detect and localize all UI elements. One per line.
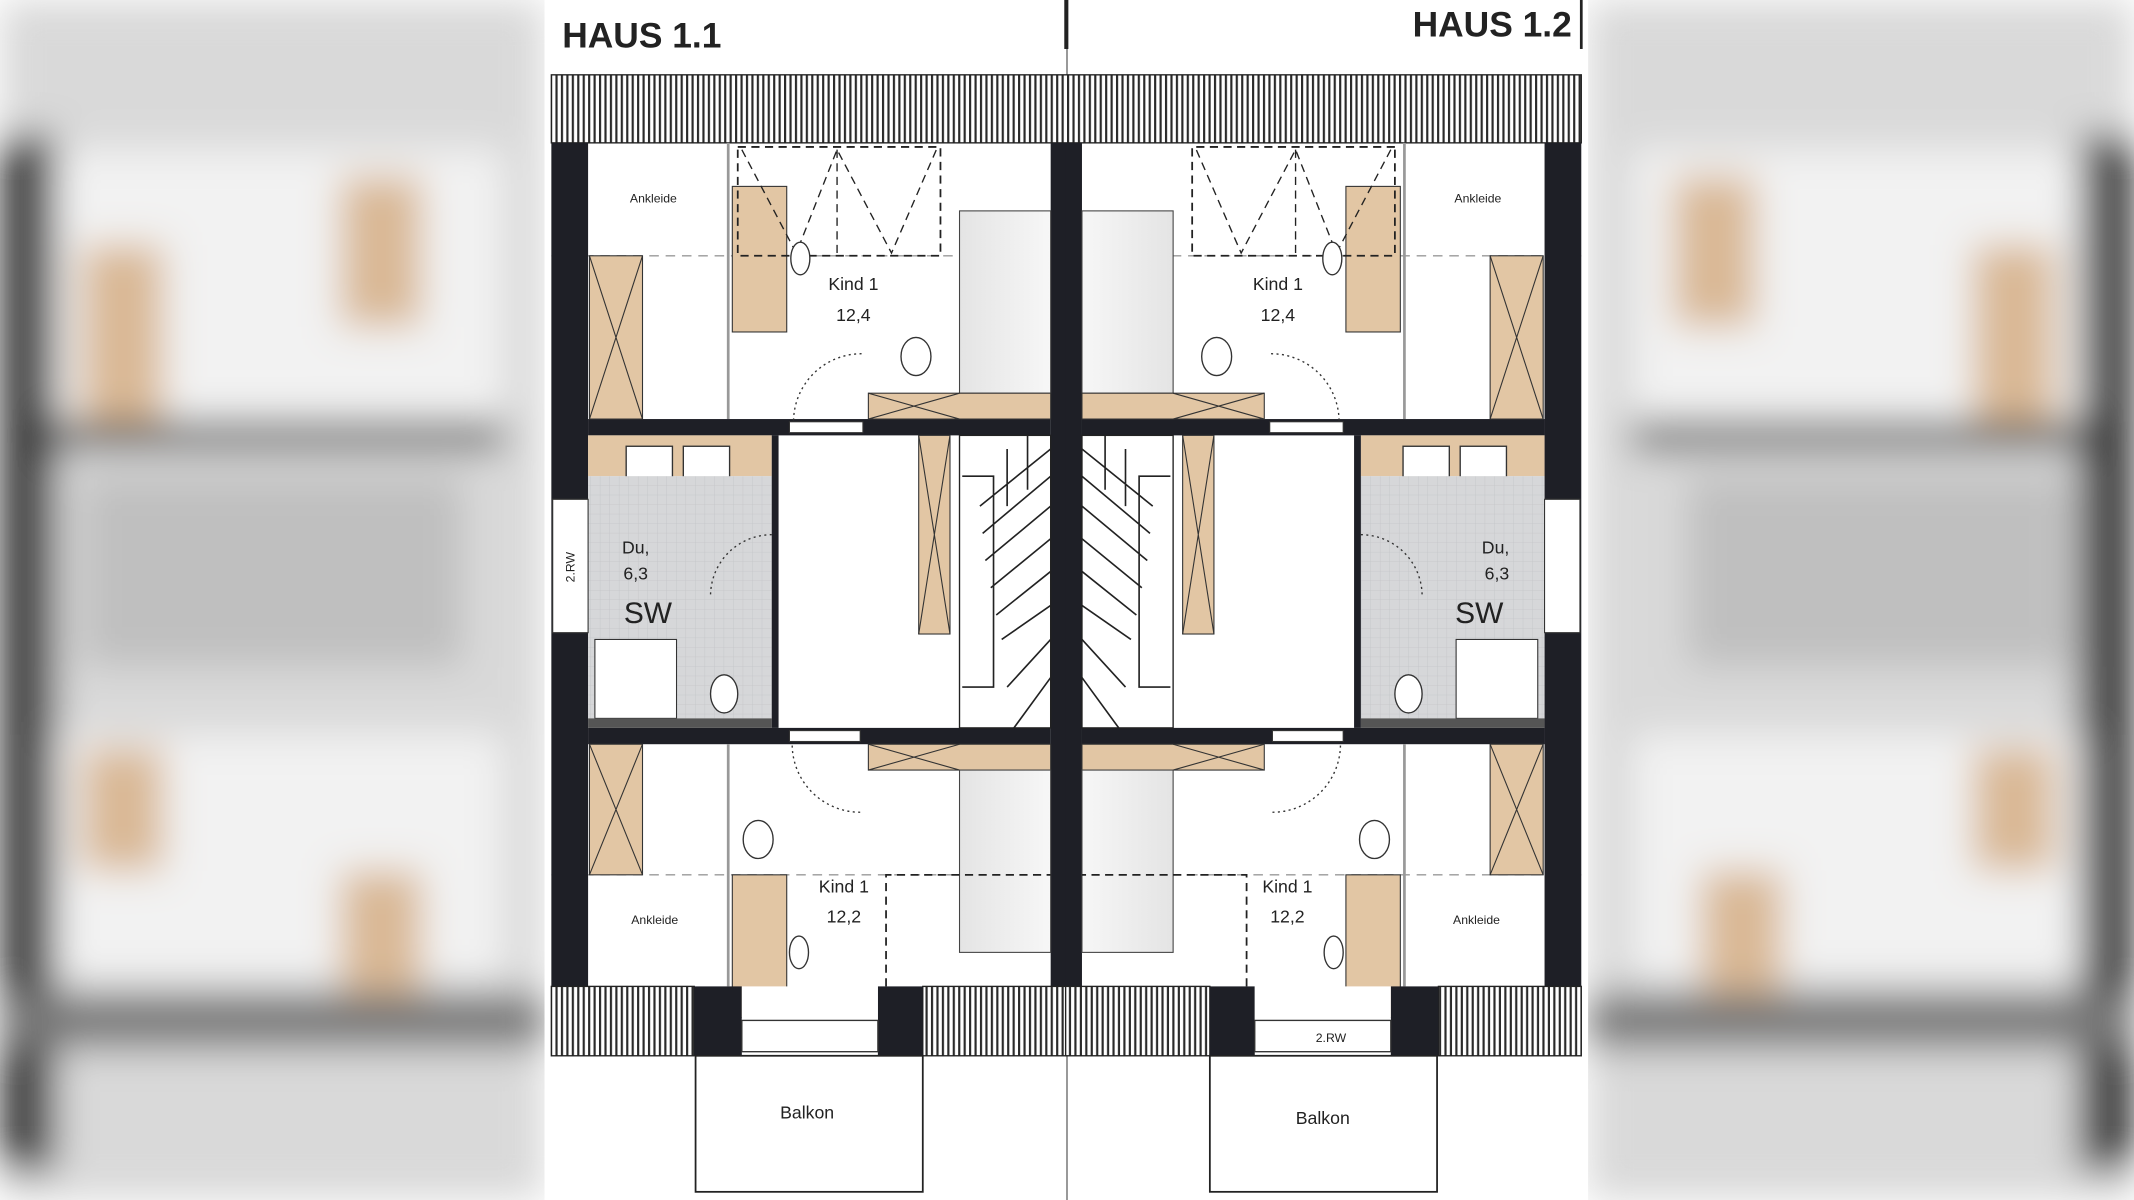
window-label: 2.RW bbox=[563, 551, 577, 582]
room-area: 12,4 bbox=[1261, 305, 1296, 325]
room-label-child: Kind 1 bbox=[828, 274, 878, 294]
house-title: HAUS 1.1 bbox=[562, 17, 721, 56]
room-label-child: Kind 1 bbox=[819, 877, 869, 897]
room-area: 12,2 bbox=[827, 906, 861, 926]
room-area: 12,4 bbox=[836, 305, 871, 325]
room-area: 6,3 bbox=[1485, 564, 1510, 584]
bath-mark: SW bbox=[624, 597, 673, 630]
house-1-1-labels: HAUS 1.1 Ankleide Kind 1 12,4 Du, 6,3 SW… bbox=[562, 17, 878, 1123]
balcony-label: Balkon bbox=[1296, 1108, 1350, 1128]
room-area: 12,2 bbox=[1270, 906, 1304, 926]
room-label-shower: Du, bbox=[622, 538, 650, 558]
room-label-shower: Du, bbox=[1482, 538, 1510, 558]
room-label-child: Kind 1 bbox=[1262, 877, 1312, 897]
room-label-dressing: Ankleide bbox=[630, 192, 677, 206]
room-area: 6,3 bbox=[623, 564, 648, 584]
room-label-dressing: Ankleide bbox=[631, 913, 678, 927]
window-label: 2.RW bbox=[1316, 1031, 1347, 1045]
house-title: HAUS 1.2 bbox=[1413, 6, 1572, 45]
room-label-dressing: Ankleide bbox=[1454, 192, 1501, 206]
balcony-label: Balkon bbox=[780, 1102, 834, 1122]
house-1-2-labels: HAUS 1.2 Ankleide Kind 1 12,4 Du, 6,3 SW… bbox=[1253, 6, 1572, 1128]
room-label-child: Kind 1 bbox=[1253, 274, 1303, 294]
roof-overhang bbox=[550, 74, 1582, 144]
room-label-dressing: Ankleide bbox=[1453, 913, 1500, 927]
bath-mark: SW bbox=[1455, 597, 1504, 630]
